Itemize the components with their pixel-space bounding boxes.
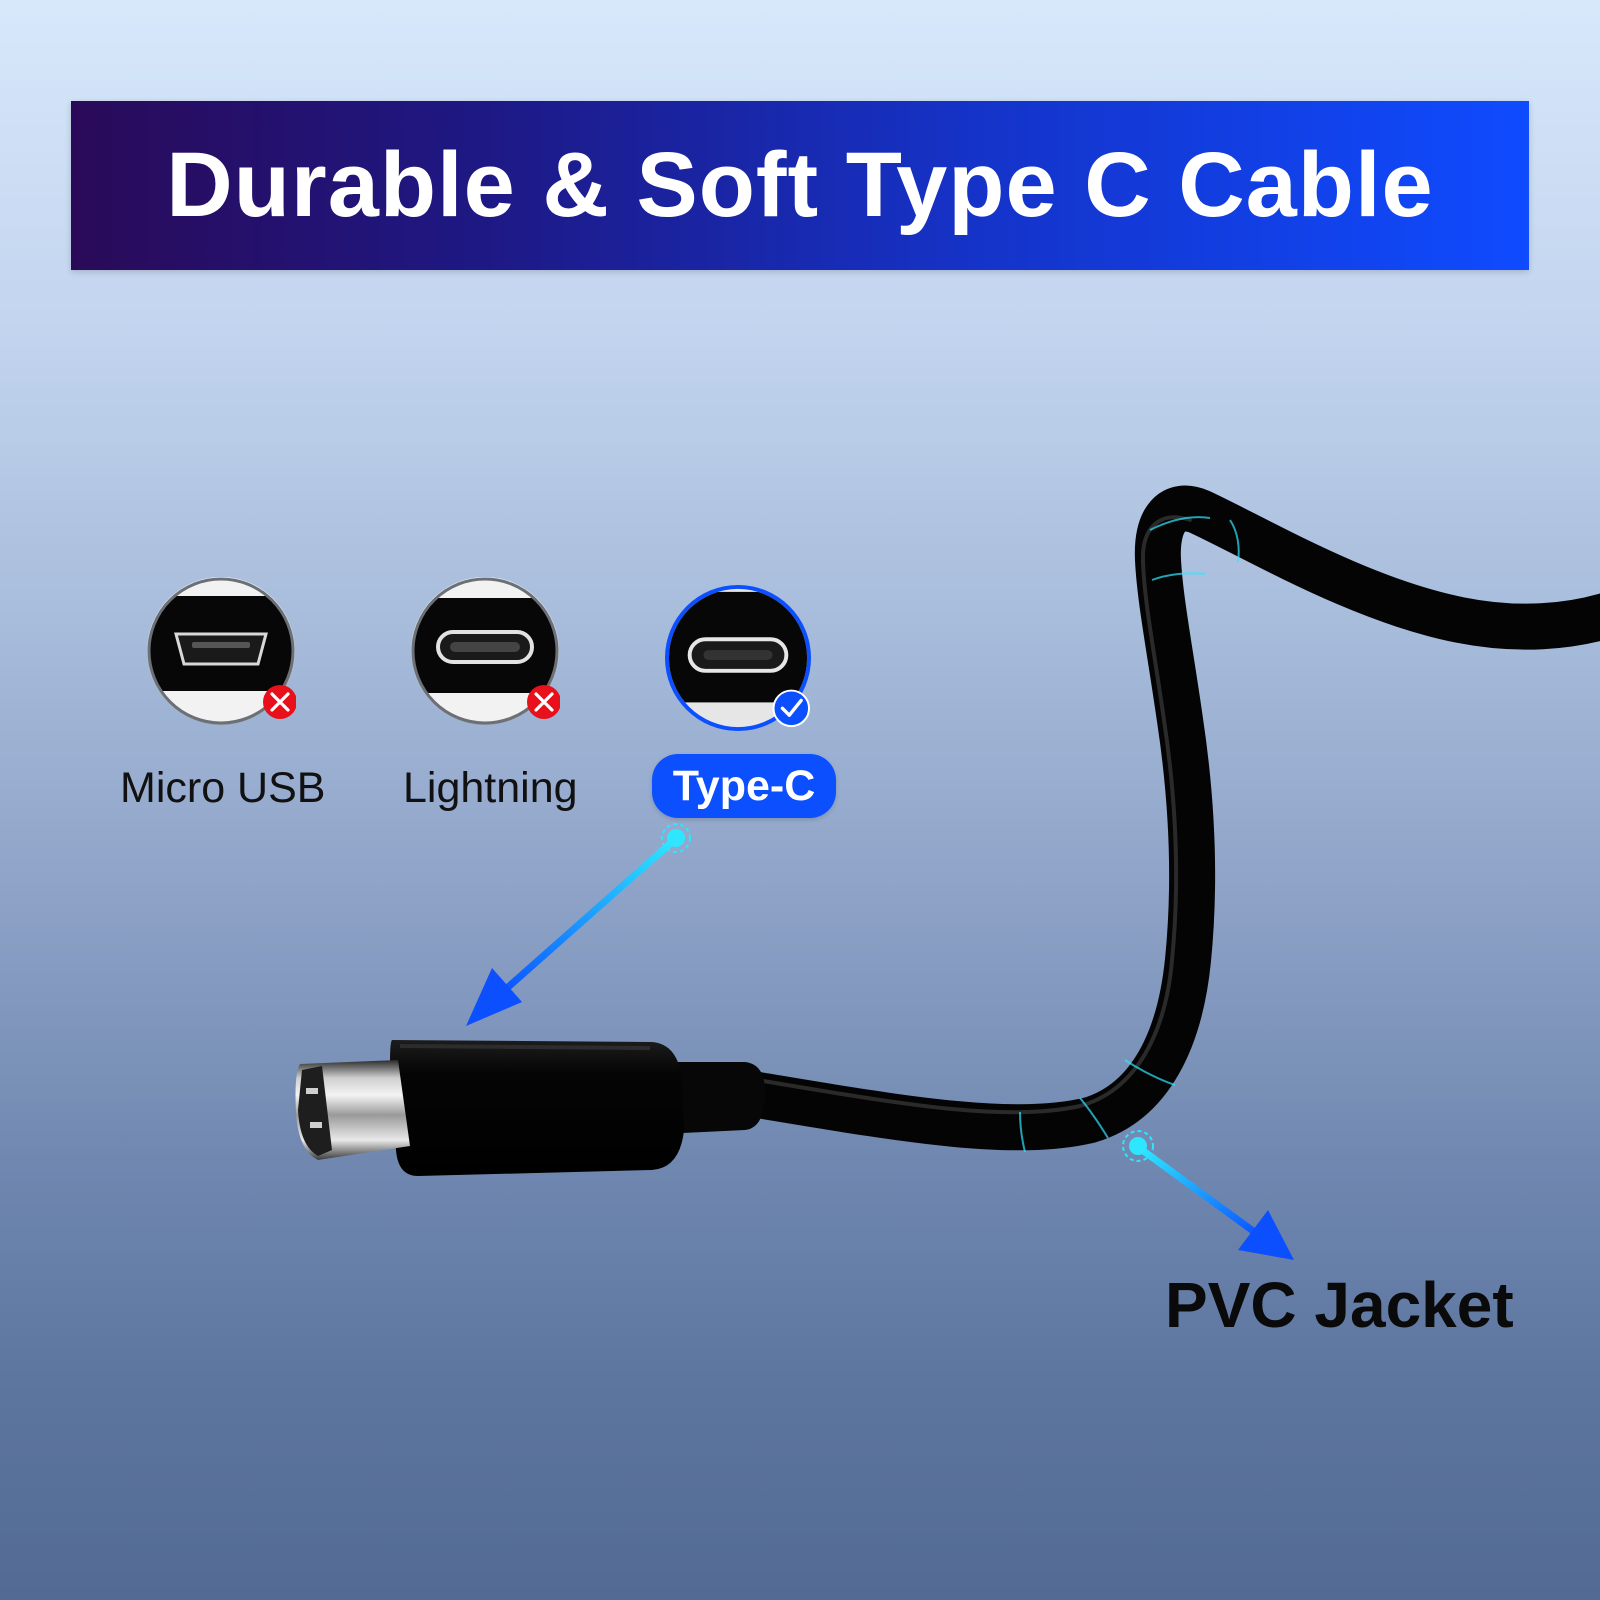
jacket-callout-arrow bbox=[1122, 1130, 1294, 1260]
lightning-label: Lightning bbox=[403, 764, 578, 812]
micro-usb-port-icon bbox=[146, 576, 296, 726]
usb-c-plug-tip bbox=[295, 1060, 410, 1160]
type-c-badge: Type-C bbox=[652, 754, 836, 818]
plug-callout-arrow bbox=[466, 823, 691, 1026]
connector-housing bbox=[390, 1040, 684, 1176]
pvc-jacket-label: PVC Jacket bbox=[1165, 1269, 1514, 1341]
cable-glow-highlights bbox=[1019, 516, 1240, 1153]
type-c-label: Type-C bbox=[672, 761, 816, 810]
banner-title: Durable & Soft Type C Cable bbox=[166, 134, 1434, 236]
cable-wire bbox=[717, 485, 1600, 1151]
micro-usb-label: Micro USB bbox=[120, 764, 326, 812]
strain-relief bbox=[662, 1062, 765, 1134]
title-banner: Durable & Soft Type C Cable bbox=[71, 101, 1529, 270]
